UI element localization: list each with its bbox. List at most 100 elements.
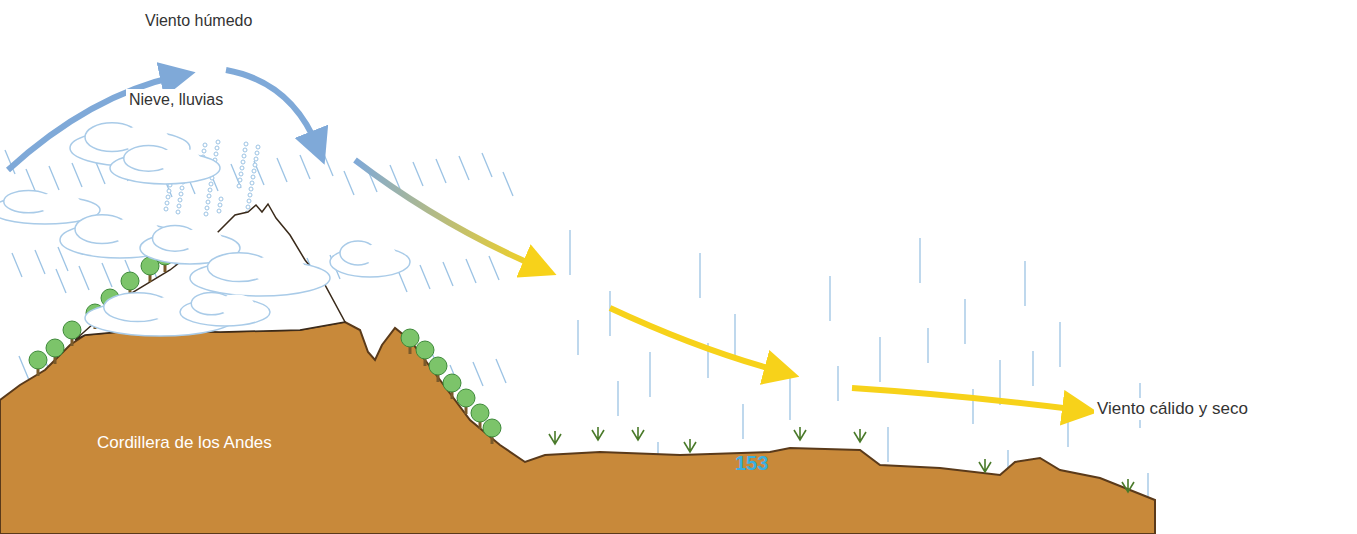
snowflake [248,193,252,197]
snowflake [166,195,170,199]
rain-line [699,253,700,298]
trees [29,247,501,444]
rain-line [323,152,333,176]
snowflake [256,145,260,149]
rain-line [964,299,965,344]
tree-crown [443,374,461,392]
snowflake [238,178,242,182]
grass-tuft [632,427,644,440]
rain-line [972,389,973,424]
snowflake [239,172,243,176]
snowflake [244,142,248,146]
grass-tuft [854,429,866,442]
tree-crown [401,329,419,347]
rain-line [26,169,36,193]
grass-tuft [794,427,806,440]
snowflake [178,198,182,202]
snowflake [237,184,241,188]
snowflake [254,157,258,161]
rain-line [344,171,354,195]
rain-line [503,172,513,196]
cloud [364,243,396,266]
cloud [218,295,254,316]
grass-tuft [1122,479,1134,492]
snowflake [203,143,207,147]
snowflake [180,186,184,190]
snowflake [205,206,209,210]
snowflake [176,210,180,214]
snowflake [207,194,211,198]
cloud [157,148,201,172]
tree-crown [29,351,47,369]
precipitation-label: Nieve, lluvias [126,89,226,110]
tree-crown [46,339,64,357]
rain-line [1067,412,1068,447]
rain-line [473,362,483,386]
snowflake [208,188,212,192]
rain-line [837,366,838,401]
snowflake [250,181,254,185]
wind-label: Viento cálido y seco [1094,398,1251,420]
rain-line [72,163,82,187]
snowflake [255,151,259,155]
snowflake [214,152,218,156]
terrain [0,322,1155,534]
wind-arrow [610,308,782,372]
snowflake [167,189,171,193]
rain-line [19,356,29,380]
rain-line [459,156,469,180]
rain-line [789,375,790,420]
cloud [37,193,81,214]
wind-arrow [226,70,318,148]
snowflake [253,163,257,167]
rain-line [102,263,112,287]
rain-line [79,266,89,290]
snowflake [215,146,219,150]
rain-line [617,381,618,416]
tree-crown [471,404,489,422]
rain-line [829,276,830,321]
rain-line [1024,261,1025,306]
snowflake [206,200,210,204]
rain-line [609,291,610,336]
grass-tufts [549,427,1134,492]
rain-line [1032,351,1033,386]
snowflake [217,209,221,213]
snowflake [218,203,222,207]
rain-line [879,337,880,382]
rain-line [35,250,45,274]
rain-line [496,359,506,383]
rain-line [12,253,22,277]
tree-crown [121,272,139,290]
tree-crown [416,341,434,359]
rain-line [58,247,68,271]
rain-line [577,320,578,355]
tree-crown [63,321,81,339]
snow-peak [75,204,345,340]
snowflake [164,207,168,211]
grass-tuft [979,459,991,472]
snowflake [204,212,208,216]
snowflake [165,201,169,205]
snowflake [249,187,253,191]
cloud [250,256,306,283]
grass-tuft [684,439,696,452]
snowflake [240,166,244,170]
snowflake [241,160,245,164]
snowflake [219,197,223,201]
rain-line [466,259,476,283]
grass-tuft [592,427,604,440]
rain-line [413,162,423,186]
wind-arrow [355,160,540,268]
cloud [183,228,223,252]
rain-line [420,265,430,289]
tree-crown [483,419,501,437]
rain-line [734,314,735,359]
tree-crown [457,389,475,407]
rain-line [489,256,499,280]
rain-line [649,352,650,397]
grass-tuft [549,431,561,444]
snowflake [247,199,251,203]
tree-crown [429,357,447,375]
